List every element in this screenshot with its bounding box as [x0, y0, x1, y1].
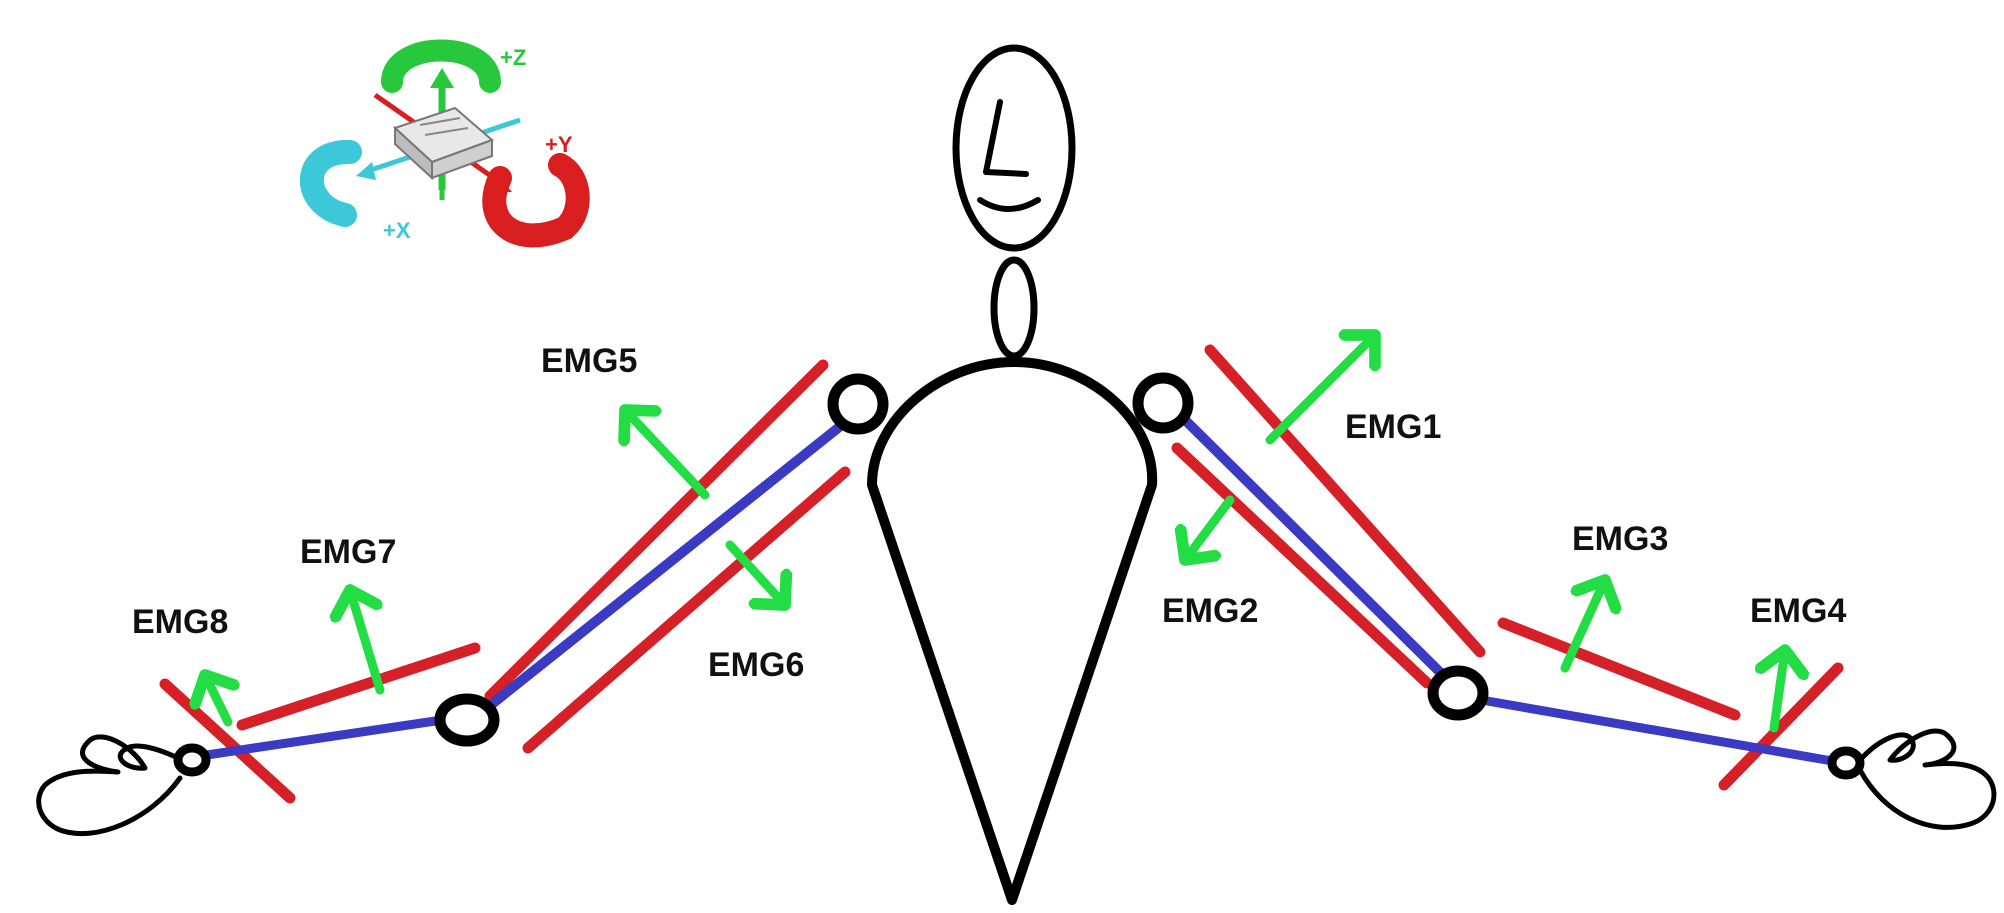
- x-rotation-arc-icon: [299, 140, 362, 227]
- emg7-vector-arrow-icon: [350, 590, 385, 695]
- left-shoulder-joint: [827, 373, 889, 435]
- y-rotation-arc-icon: [482, 153, 590, 248]
- right-wrist-joint: [1827, 746, 1865, 780]
- emg6-label: EMG6: [708, 646, 804, 684]
- imu-sensor-box-icon: [393, 106, 494, 181]
- emg8-vector-arrow-icon: [205, 675, 228, 727]
- emg2-label: EMG2: [1162, 592, 1258, 630]
- right-shoulder-joint: [1132, 372, 1194, 434]
- left-upper-arm-bone: [467, 415, 853, 725]
- emg1-label: EMG1: [1345, 408, 1441, 446]
- torso: [867, 357, 1158, 905]
- emg5-muscle: [484, 359, 829, 702]
- right-elbow-joint: [1427, 665, 1489, 721]
- right-forearm-bone: [1465, 693, 1843, 767]
- emg6-muscle: [522, 466, 851, 754]
- left-wrist-joint: [173, 743, 211, 777]
- face-nose: [983, 99, 1029, 177]
- emg2-muscle: [1171, 442, 1433, 689]
- emg4-label: EMG4: [1750, 592, 1846, 630]
- left-forearm-bone: [195, 715, 447, 761]
- x-arrowhead-icon: [356, 162, 376, 180]
- emg3-label: EMG3: [1572, 520, 1668, 558]
- emg4-vector-arrow-icon: [1774, 650, 1785, 733]
- emg8-label: EMG8: [132, 603, 228, 641]
- emg1-muscle: [1204, 344, 1486, 658]
- x-axis-label: +X: [383, 218, 411, 243]
- emg-direction-vectors: [205, 335, 1785, 733]
- emg4-muscle: [1718, 662, 1844, 791]
- emg5-vector-arrow-icon: [625, 410, 710, 500]
- left-arm: [36, 359, 889, 837]
- emg-labels: EMG1 EMG2 EMG3 EMG4 EMG5 EMG6 EMG7 EMG8: [132, 342, 1846, 684]
- emg7-label: EMG7: [300, 533, 396, 571]
- z-axis-label: +Z: [500, 45, 526, 70]
- emg2-vector-arrow-icon: [1185, 495, 1235, 560]
- right-arm: [1132, 344, 1997, 830]
- y-axis-label: +Y: [545, 132, 573, 157]
- emg3-vector-arrow-icon: [1560, 580, 1605, 673]
- emg6-vector-arrow-icon: [725, 540, 785, 605]
- emg3-muscle: [1497, 617, 1741, 721]
- neck: [990, 256, 1038, 360]
- emg1-vector-arrow-icon: [1265, 335, 1375, 445]
- face-mouth: [977, 197, 1041, 212]
- imu-orientation-legend: +Z +Y +X: [299, 39, 590, 248]
- emg8-muscle: [159, 678, 296, 804]
- left-elbow-joint: [434, 693, 500, 747]
- emg5-label: EMG5: [541, 342, 637, 380]
- z-arrowhead-icon: [430, 68, 454, 88]
- left-hand-icon: [36, 734, 183, 837]
- z-rotation-arc-icon: [381, 39, 501, 93]
- right-upper-arm-bone: [1175, 410, 1463, 695]
- head: [952, 44, 1076, 252]
- stick-figure: [867, 44, 1158, 905]
- right-hand-icon: [1857, 728, 1997, 830]
- emg7-muscle: [236, 642, 481, 731]
